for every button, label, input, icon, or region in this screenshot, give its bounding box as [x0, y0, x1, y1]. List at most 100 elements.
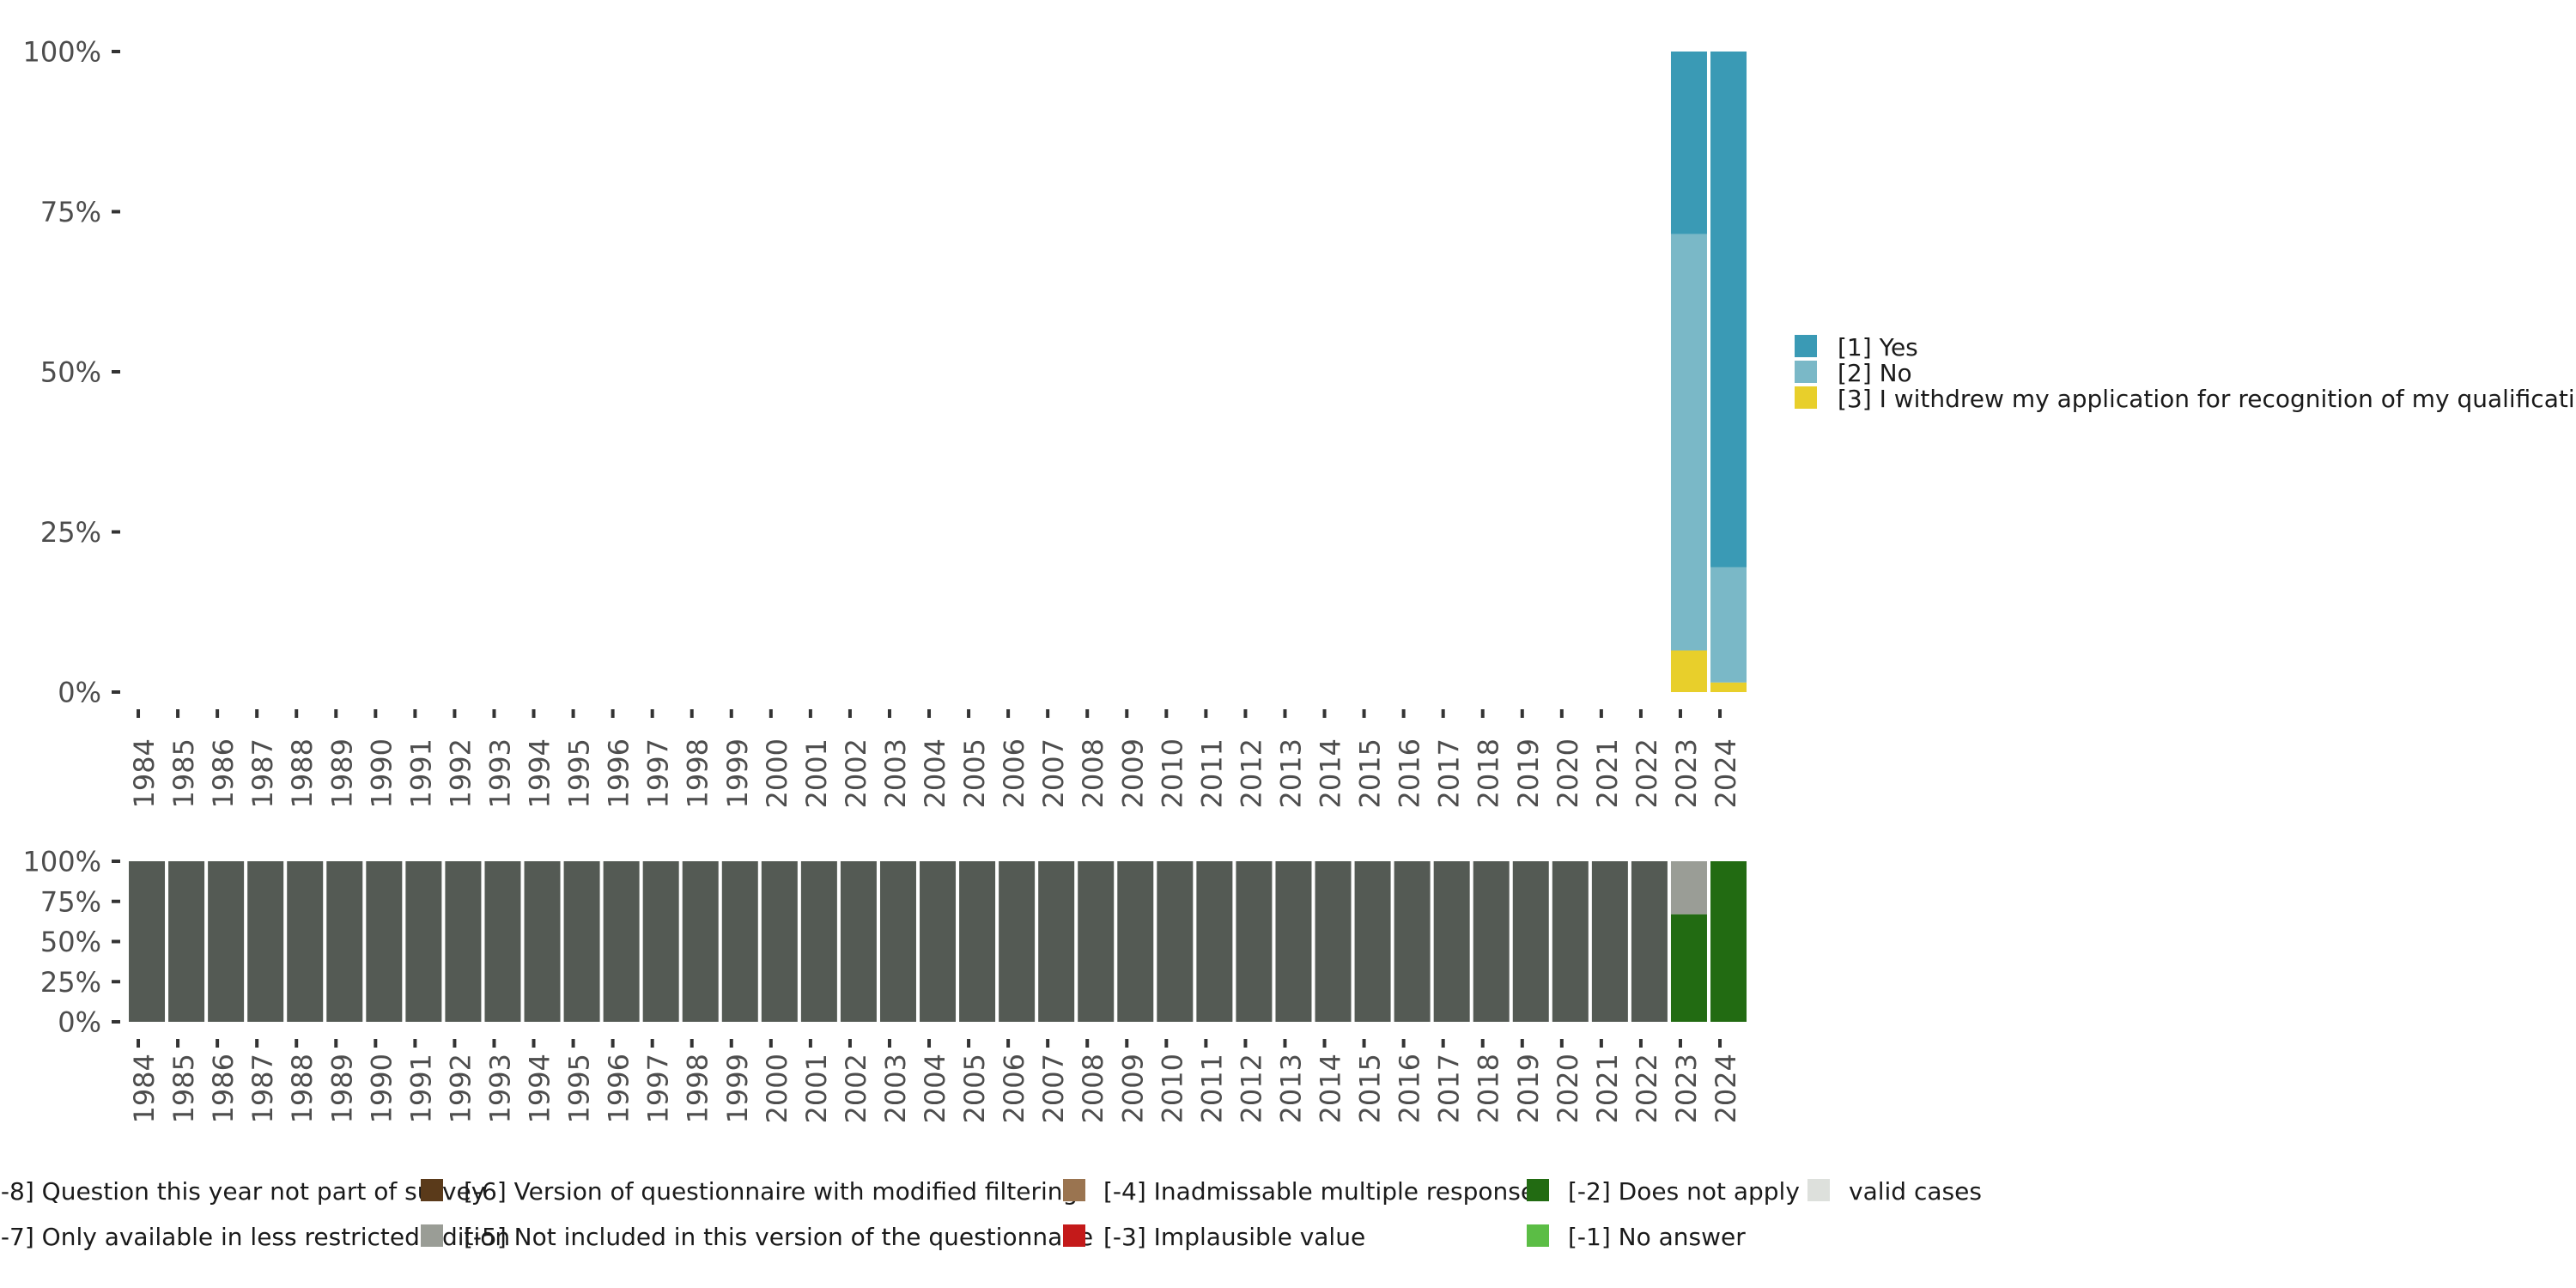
- x-tick-label: 2014: [1315, 738, 1347, 808]
- x-tick-label: 2014: [1315, 1054, 1347, 1123]
- y-tick-label: 100%: [23, 846, 101, 878]
- x-tick-label: 2013: [1274, 1054, 1307, 1123]
- x-tick-label: 2022: [1631, 738, 1663, 808]
- bar-segment: [603, 861, 640, 1022]
- x-tick-label: 1987: [246, 1054, 279, 1123]
- bar-segment: [1670, 914, 1707, 1022]
- x-tick-label: 2002: [840, 1054, 872, 1123]
- y-tick-label: 100%: [23, 36, 101, 69]
- legend-label: [-8] Question this year not part of surv…: [0, 1177, 485, 1206]
- bar-segment: [682, 861, 719, 1022]
- bar-segment: [920, 861, 957, 1022]
- bar-segment: [484, 861, 521, 1022]
- y-tick-label: 0%: [58, 677, 101, 709]
- bar-segment: [445, 861, 482, 1022]
- legend-label: valid cases: [1849, 1177, 1982, 1206]
- x-tick-label: 2011: [1195, 1054, 1228, 1123]
- bar-segment: [405, 861, 442, 1022]
- x-tick-label: 1991: [404, 738, 437, 808]
- x-tick-label: 2000: [761, 1054, 793, 1123]
- legend-top: [1] Yes[2] No[3] I withdrew my applicati…: [1795, 333, 2576, 413]
- bar-segment: [1354, 861, 1391, 1022]
- bar-segment: [761, 861, 798, 1022]
- legend-label: [-1] No answer: [1568, 1223, 1746, 1251]
- x-tick-label: 2013: [1274, 738, 1307, 808]
- x-tick-label: 2003: [879, 1054, 912, 1123]
- bar-segment: [721, 861, 758, 1022]
- legend-swatch: [1063, 1224, 1085, 1247]
- bar-segment: [1236, 861, 1273, 1022]
- bar-segment: [1670, 861, 1707, 914]
- x-tick-label: 1988: [286, 738, 319, 808]
- bar-segment: [1710, 52, 1747, 568]
- legend-label: [-3] Implausible value: [1103, 1223, 1365, 1251]
- legend-swatch: [421, 1224, 443, 1247]
- x-tick-label: 2006: [998, 1054, 1030, 1123]
- bar-segment: [208, 861, 245, 1022]
- x-tick-label: 1987: [246, 738, 279, 808]
- x-tick-label: 2017: [1433, 1054, 1466, 1123]
- x-tick-label: 1992: [444, 738, 477, 808]
- bar-segment: [959, 861, 996, 1022]
- x-tick-label: 2016: [1394, 738, 1426, 808]
- x-tick-label: 2006: [998, 738, 1030, 808]
- bar-segment: [1631, 861, 1668, 1022]
- bar-segment: [1433, 861, 1470, 1022]
- bar-segment: [800, 861, 837, 1022]
- x-tick-label: 2015: [1354, 738, 1387, 808]
- bar-segment: [1038, 861, 1075, 1022]
- bar-segment: [840, 861, 877, 1022]
- legend-bottom: [-8] Question this year not part of surv…: [0, 1177, 1982, 1251]
- bar-segment: [1591, 861, 1628, 1022]
- y-tick-label: 25%: [40, 516, 101, 549]
- x-tick-label: 1996: [603, 1054, 635, 1123]
- x-tick-label: 2010: [1156, 738, 1188, 808]
- x-tick-label: 2010: [1156, 1054, 1188, 1123]
- legend-label: [-4] Inadmissable multiple response: [1103, 1177, 1535, 1206]
- x-tick-label: 2018: [1473, 738, 1505, 808]
- y-tick-label: 75%: [40, 196, 101, 228]
- legend-swatch: [1527, 1179, 1549, 1201]
- legend-swatch: [1527, 1224, 1549, 1247]
- legend-swatch: [1795, 361, 1817, 383]
- x-tick-label: 2005: [958, 738, 991, 808]
- x-tick-label: 2004: [919, 738, 951, 808]
- legend-swatch: [1063, 1179, 1085, 1201]
- x-tick-label: 1994: [524, 738, 556, 808]
- x-tick-label: 1990: [365, 1054, 398, 1123]
- x-tick-label: 1991: [404, 1054, 437, 1123]
- x-tick-label: 2001: [800, 738, 833, 808]
- x-tick-label: 1989: [325, 1054, 358, 1123]
- bar-segment: [1710, 567, 1747, 683]
- x-tick-label: 1986: [207, 738, 240, 808]
- bar-segment: [1710, 861, 1747, 1022]
- bar-segment: [1117, 861, 1154, 1022]
- legend-label: [2] No: [1838, 359, 1912, 387]
- x-tick-label: 1994: [524, 1054, 556, 1123]
- bar-segment: [879, 861, 916, 1022]
- bar-segment: [563, 861, 600, 1022]
- y-tick-label: 75%: [40, 885, 101, 918]
- legend-swatch: [1795, 335, 1817, 357]
- legend-label: [-2] Does not apply: [1568, 1177, 1800, 1206]
- x-tick-label: 2024: [1710, 738, 1742, 808]
- x-tick-label: 2020: [1552, 738, 1584, 808]
- x-tick-label: 1998: [682, 1054, 714, 1123]
- bar-segment: [1552, 861, 1589, 1022]
- x-tick-label: 1997: [642, 1054, 675, 1123]
- x-tick-label: 1989: [325, 738, 358, 808]
- y-tick-label: 0%: [58, 1006, 101, 1039]
- x-tick-label: 2007: [1037, 1054, 1070, 1123]
- x-tick-label: 1985: [167, 1054, 200, 1123]
- x-tick-label: 2004: [919, 1054, 951, 1123]
- x-tick-label: 2020: [1552, 1054, 1584, 1123]
- bar-segment: [1512, 861, 1549, 1022]
- x-tick-label: 2001: [800, 1054, 833, 1123]
- x-tick-label: 2018: [1473, 1054, 1505, 1123]
- x-tick-label: 1995: [563, 738, 596, 808]
- x-tick-label: 2012: [1235, 1054, 1267, 1123]
- bar-segment: [247, 861, 284, 1022]
- x-tick-label: 1990: [365, 738, 398, 808]
